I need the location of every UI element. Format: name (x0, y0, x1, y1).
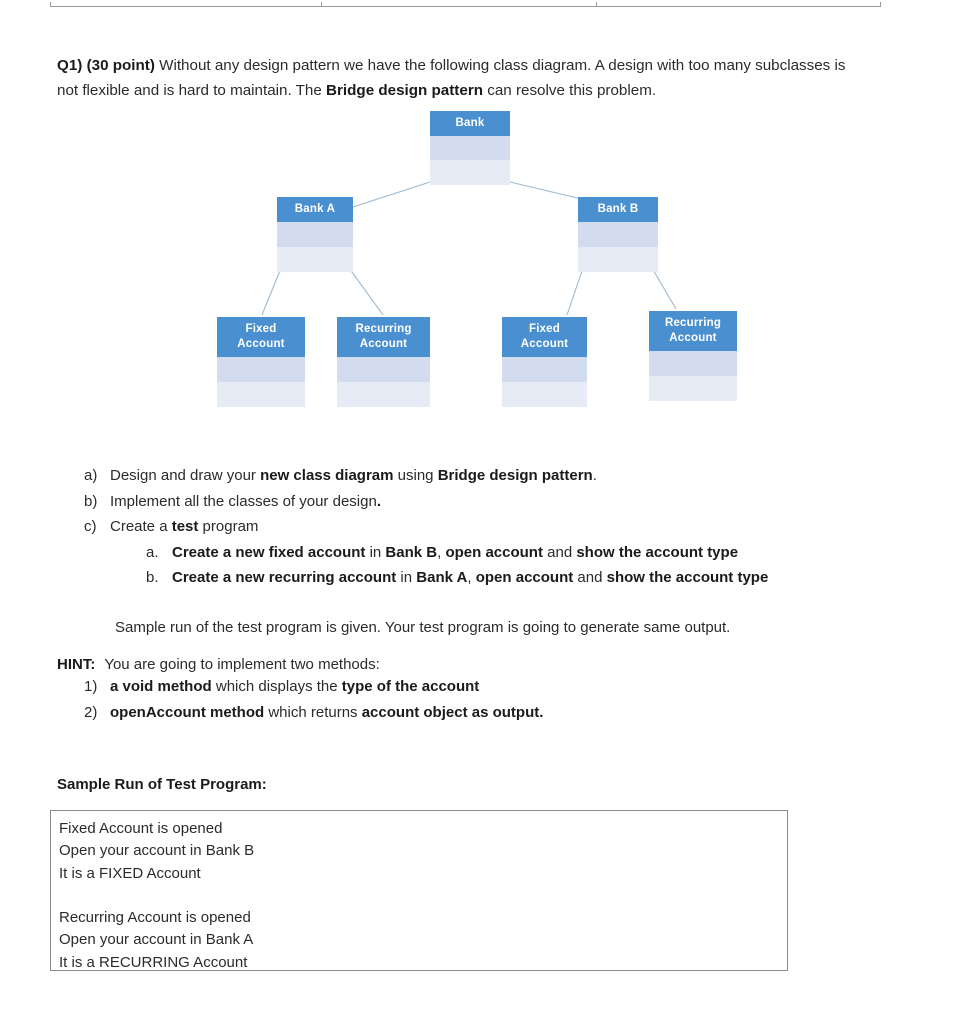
task-item-c: c) Create a test program (84, 514, 874, 540)
uml-node-bank-a-methods (277, 247, 353, 272)
task-list: a) Design and draw your new class diagra… (84, 463, 874, 591)
uml-node-bank-b: Bank B (578, 197, 658, 272)
sample-run-title: Sample Run of Test Program: (57, 776, 267, 793)
subtask-text: Create a new fixed account in Bank B, op… (172, 543, 739, 561)
output-line: Open your account in Bank A (59, 931, 254, 949)
task-text: Implement all the classes of your design… (110, 492, 381, 510)
question-points: (30 point) (86, 57, 155, 75)
uml-node-bank-b-methods (578, 247, 658, 272)
task-marker: a) (84, 467, 98, 484)
task-text: Create a test program (110, 518, 259, 535)
label-line-2: Account (359, 338, 408, 350)
label-line-1: Recurring (355, 323, 412, 335)
label-line-1: Fixed (528, 323, 561, 335)
hint-label: HINT: (57, 656, 96, 673)
subtask-marker: a. (146, 543, 159, 561)
hint-paragraph: HINT: You are going to implement two meth… (57, 653, 857, 677)
hint-text: You are going to implement two methods: (104, 656, 380, 673)
method-text: a void method which displays the type of… (110, 678, 480, 695)
cropped-table-strip (50, 2, 881, 7)
label-line-2: Account (520, 338, 569, 350)
uml-node-fixed-account-b-attributes (502, 357, 587, 382)
table-column-divider (321, 2, 322, 6)
uml-node-fixed-account-a-methods (217, 382, 305, 407)
label-line-2: Account (669, 332, 717, 344)
table-column-divider (596, 2, 597, 6)
uml-node-recurring-account-a-methods (337, 382, 430, 407)
question-number: Q1) (57, 57, 83, 75)
uml-node-bank-b-attributes (578, 222, 658, 247)
uml-node-recurring-account-b-methods (649, 376, 737, 401)
uml-node-bank-b-title: Bank B (578, 197, 658, 222)
output-line: It is a RECURRING Account (59, 953, 248, 971)
method-text: openAccount method which returns account… (110, 704, 544, 721)
output-line: Fixed Account is opened (59, 820, 223, 837)
diagram-connector-lines (261, 181, 677, 316)
output-line: It is a FIXED Account (59, 864, 201, 882)
uml-node-bank-a-attributes (277, 222, 353, 247)
label-line-1: Recurring (664, 317, 722, 329)
question-text-part2: can resolve this problem. (483, 82, 657, 100)
method-marker: 1) (84, 678, 98, 695)
question-text-part1: Without any design pattern we have the f… (57, 57, 846, 100)
subtask-item-b: b. Create a new recurring account in Ban… (146, 565, 874, 591)
subtask-marker: b. (146, 569, 159, 586)
uml-node-fixed-account-a-attributes (217, 357, 305, 382)
uml-node-bank-title: Bank (430, 111, 510, 136)
uml-node-bank-a-title: Bank A (277, 197, 353, 222)
task-item-b: b) Implement all the classes of your des… (84, 489, 874, 515)
bridge-pattern-emphasis: Bridge design pattern (326, 82, 484, 100)
uml-node-recurring-account-a-attributes (337, 357, 430, 382)
uml-node-recurring-account-b-attributes (649, 351, 737, 376)
task-marker: c) (84, 518, 97, 535)
uml-node-bank-methods (430, 160, 510, 185)
uml-node-bank-a: Bank A (277, 197, 353, 272)
uml-node-bank: Bank (430, 111, 510, 185)
sample-run-note: Sample run of the test program is given.… (115, 619, 731, 636)
method-item-2: 2) openAccount method which returns acco… (84, 700, 874, 726)
label-line-1: Fixed (245, 323, 277, 335)
task-text: Design and draw your new class diagram u… (110, 467, 597, 484)
uml-node-bank-attributes (430, 136, 510, 160)
output-blank-line (59, 885, 787, 907)
task-item-a: a) Design and draw your new class diagra… (84, 463, 874, 489)
output-line: Open your account in Bank B (59, 842, 255, 860)
method-item-1: 1) a void method which displays the type… (84, 674, 874, 700)
question-intro-paragraph: Q1) (30 point) Without any design patter… (57, 53, 869, 103)
subtask-text: Create a new recurring account in Bank A… (172, 569, 769, 586)
uml-node-fixed-account-b-methods (502, 382, 587, 407)
task-marker: b) (84, 492, 98, 510)
label-line-2: Account (237, 338, 285, 350)
output-line: Recurring Account is opened (59, 909, 251, 927)
subtask-item-a: a. Create a new fixed account in Bank B,… (146, 540, 874, 566)
method-marker: 2) (84, 704, 98, 721)
method-list: 1) a void method which displays the type… (84, 674, 874, 726)
subtask-list: a. Create a new fixed account in Bank B,… (146, 540, 874, 591)
